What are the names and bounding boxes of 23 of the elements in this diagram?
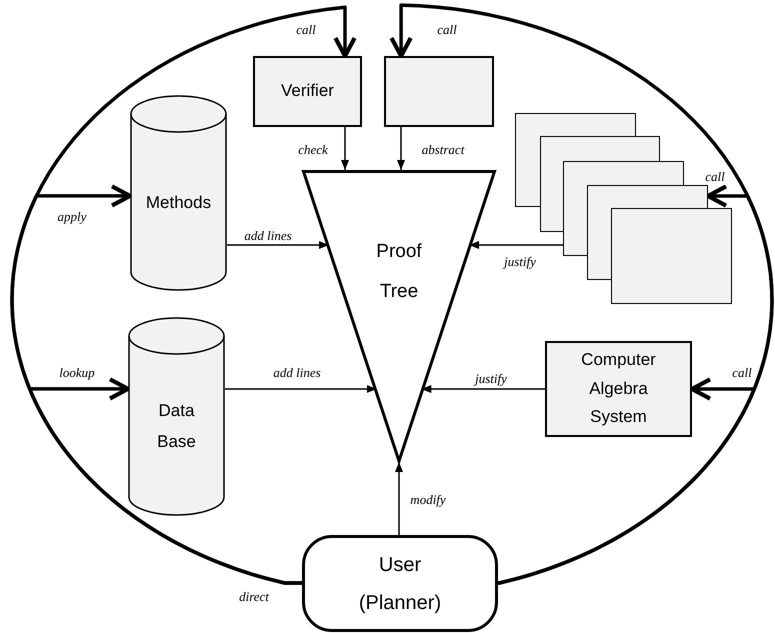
node-label: Proof Tree [375,240,423,304]
arrow [498,377,756,585]
edge-label: modify [409,492,447,508]
arrow [397,127,405,170]
edge-label: call [704,169,726,185]
edge-label: apply [56,209,88,225]
node-label: Methods [146,192,212,214]
node-label: Verifier [281,80,334,102]
rounded-box [302,535,498,632]
window-dialog [611,208,732,304]
edge-label: justify [474,371,508,387]
arrow [395,462,403,535]
edge-label: lookup [58,365,96,381]
node-label: Computer Algebra System [580,348,657,428]
edge-label: justify [503,254,537,270]
arrow [469,241,563,249]
node-label: Data Base [156,400,197,452]
empty-box [384,56,494,127]
arrow [341,127,349,170]
process-box [545,341,692,437]
node-label: User (Planner) [358,552,442,616]
process-box [253,56,362,127]
arrow [28,377,302,585]
